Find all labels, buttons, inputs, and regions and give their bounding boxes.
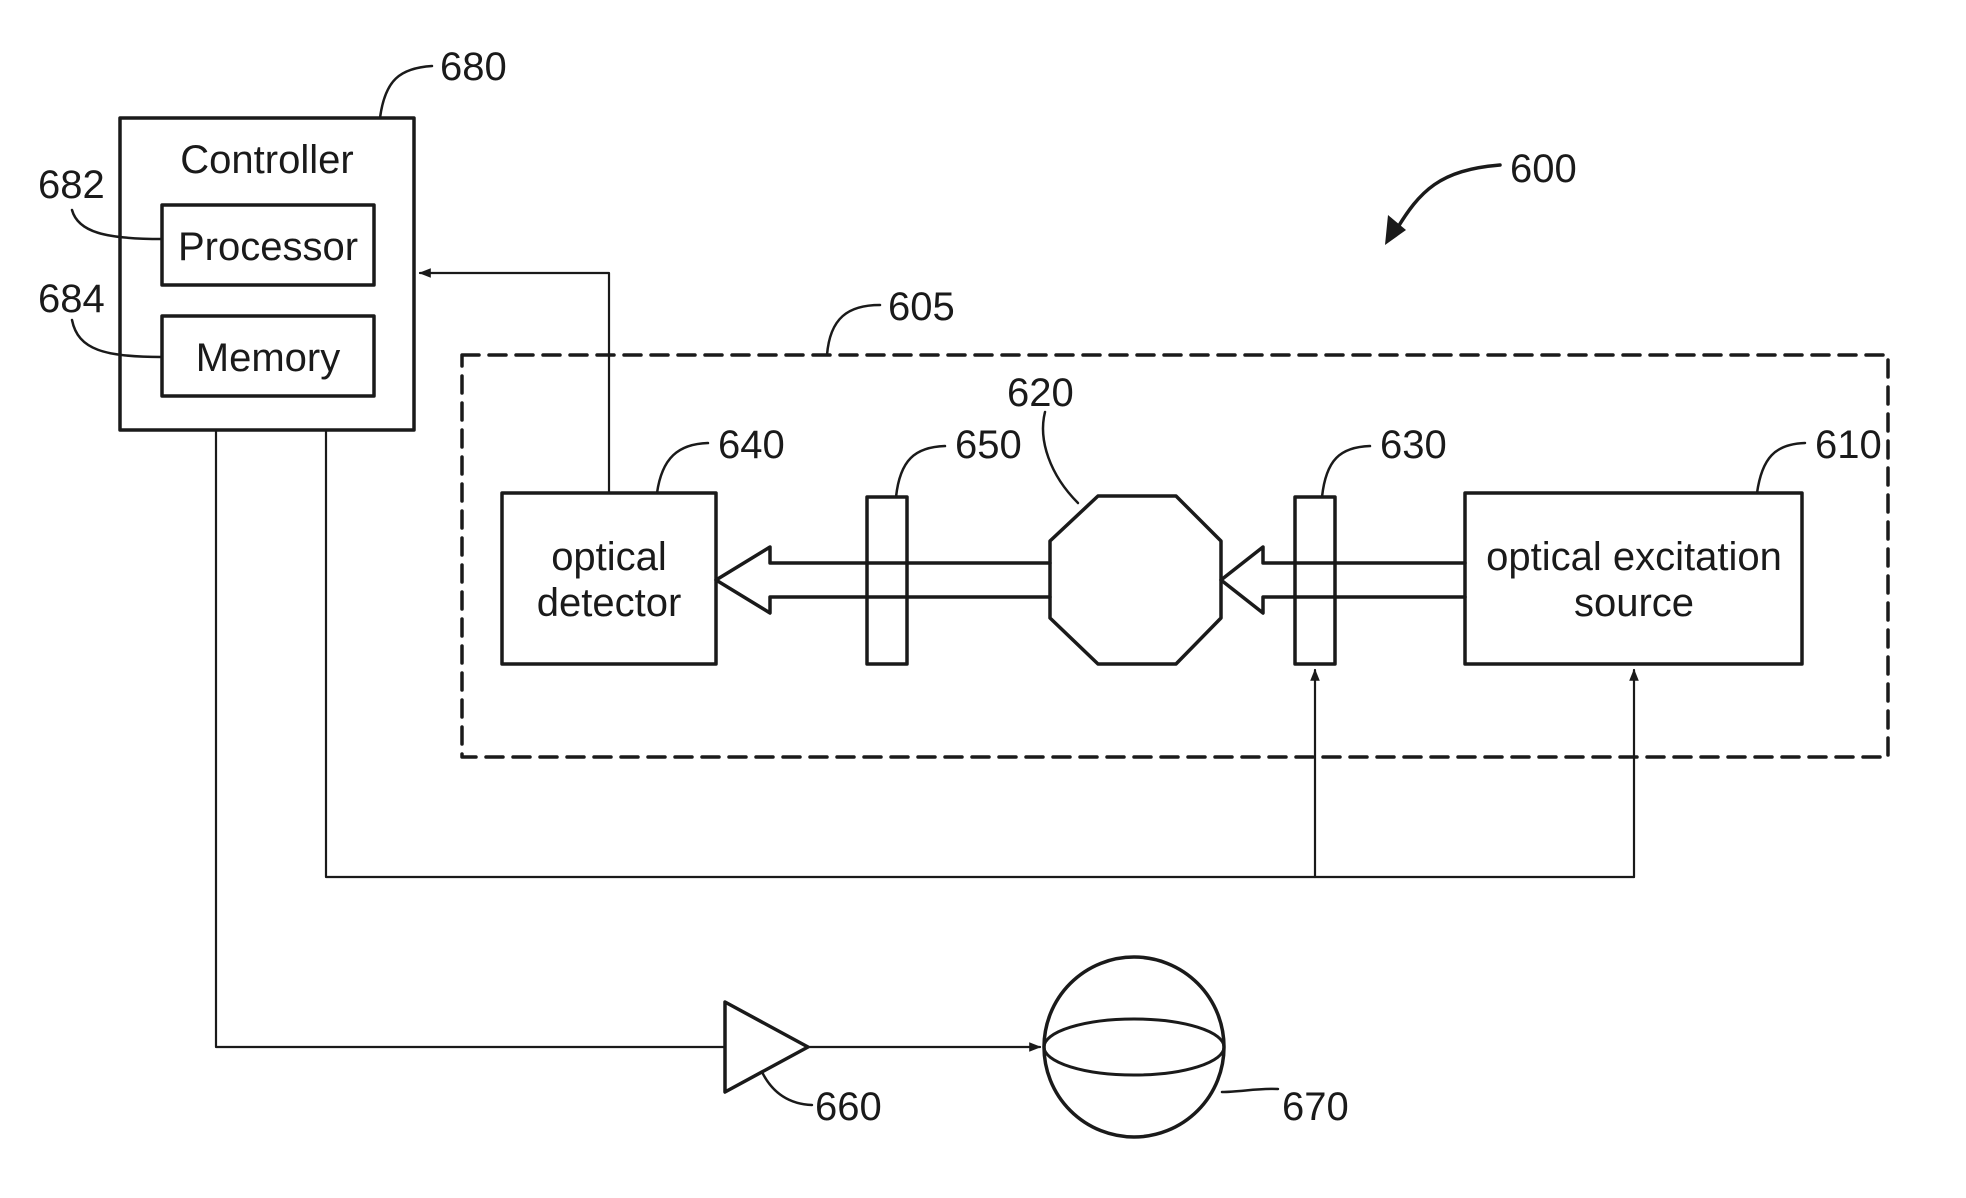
ref-682: 682: [38, 163, 105, 207]
ref-605: 605: [888, 285, 955, 329]
antenna-sphere: [1044, 957, 1224, 1137]
crystal-octagon: [1050, 496, 1221, 664]
leader-650: [896, 446, 945, 497]
source-label-line1: optical excitation: [1486, 535, 1782, 579]
detector-label-line1: optical: [551, 535, 667, 579]
beam-arrow-to-detector: [716, 547, 1050, 613]
ref-630: 630: [1380, 423, 1447, 467]
processor-label: Processor: [178, 225, 358, 269]
controller-label: Controller: [180, 138, 353, 182]
system-pointer-arrow: [1395, 165, 1500, 232]
leader-684: [72, 320, 162, 357]
leader-620: [1043, 412, 1078, 503]
leader-660: [762, 1072, 812, 1105]
ref-640: 640: [718, 423, 785, 467]
ref-684: 684: [38, 277, 105, 321]
filter-650: [867, 497, 907, 664]
source-label-line2: source: [1574, 581, 1694, 625]
ref-650: 650: [955, 423, 1022, 467]
leader-630: [1322, 446, 1370, 497]
antenna-sphere-equator: [1044, 1019, 1224, 1075]
leader-670: [1222, 1089, 1278, 1092]
ref-600: 600: [1510, 147, 1577, 191]
beam-arrow-to-crystal: [1221, 547, 1465, 613]
leader-610: [1757, 443, 1805, 493]
leader-682: [72, 210, 162, 239]
ref-660: 660: [815, 1085, 882, 1129]
ref-610: 610: [1815, 423, 1882, 467]
controller-to-amplifier-line: [216, 430, 725, 1047]
filter-630: [1295, 497, 1335, 664]
ref-670: 670: [1282, 1085, 1349, 1129]
memory-label: Memory: [196, 336, 340, 380]
ref-620: 620: [1007, 371, 1074, 415]
leader-680: [380, 66, 432, 118]
leader-605: [827, 305, 880, 355]
detector-label-line2: detector: [537, 581, 682, 625]
detector-to-controller-line: [420, 273, 609, 493]
ref-680: 680: [440, 45, 507, 89]
leader-640: [657, 443, 708, 493]
control-bus-line: [326, 430, 1634, 877]
